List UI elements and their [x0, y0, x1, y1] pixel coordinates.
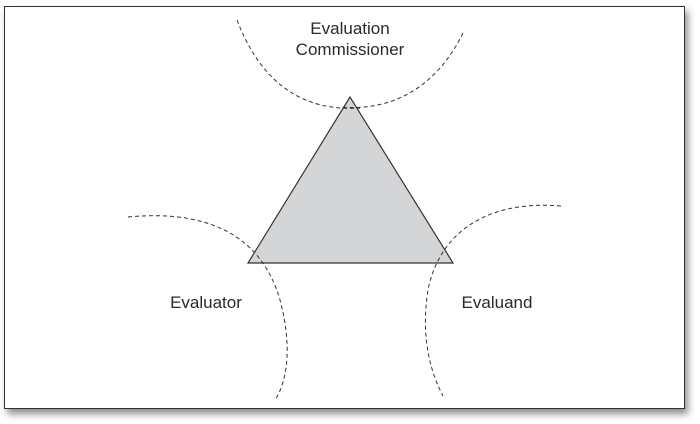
dashed-arc-top-left	[236, 19, 361, 109]
label-top-line2: Commissioner	[295, 40, 405, 59]
triangle	[246, 95, 455, 264]
dashed-arc-right	[424, 204, 562, 397]
label-evaluator: Evaluator	[170, 293, 242, 312]
label-evaluation-commissioner: Evaluation Commissioner	[270, 18, 430, 60]
label-top-line1: Evaluation	[310, 19, 390, 38]
label-evaluand: Evaluand	[461, 293, 533, 312]
dashed-arc-left	[127, 215, 288, 401]
dashed-arc-top-right	[339, 32, 464, 109]
